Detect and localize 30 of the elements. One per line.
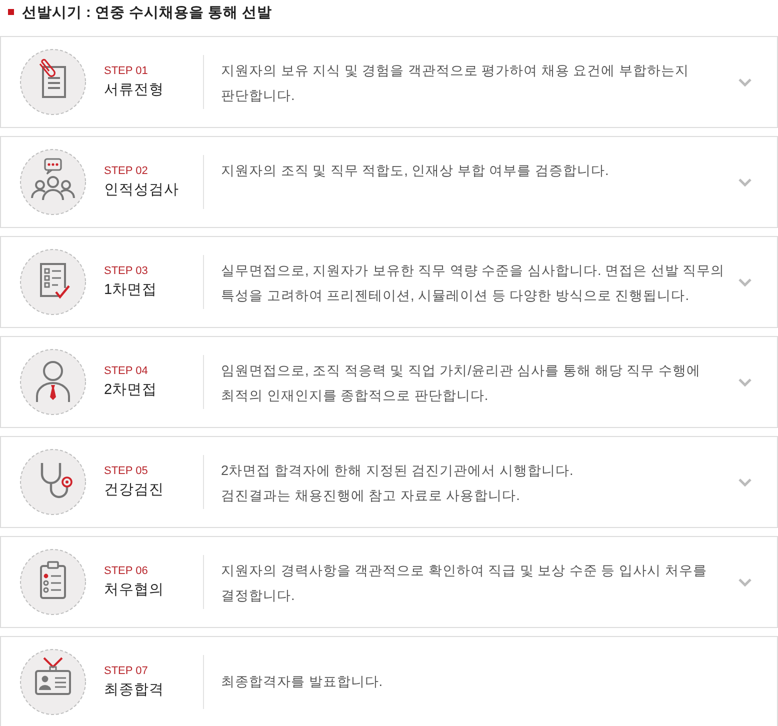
step-card [0,336,778,428]
step-number: STEP 02 [104,164,148,178]
step-description: 2차면접 합격자에 한해 지정된 검진기관에서 시행합니다. [221,462,574,480]
step-card [0,636,778,726]
step-title: 2차면접 [104,381,158,400]
step-description: 최종합격자를 발표합니다. [221,673,384,691]
step-number: STEP 06 [104,564,148,578]
step-number: STEP 05 [104,464,148,478]
step-description: 임원면접으로, 조직 적응력 및 직업 가치/윤리관 심사를 통해 해당 직무 수행에 최적의 인재인지를 종합적으로 판단합니다. [221,362,702,405]
step-description: 검진결과는 채용진행에 참고 자료로 사용합니다. [221,487,521,505]
step-title: 인적성검사 [104,181,179,200]
step-description: 실무면접으로, 지원자가 보유한 직무 역량 수준을 심사합니다. 면접은 선발 직무의 특성을 고려하여 프리젠테이션, 시뮬레이션 등 다양한 방식으로 진행됩니다. [221,262,726,305]
step-title: 최종합격 [104,681,164,700]
step-card [0,436,778,528]
step-description: 지원자의 조직 및 직무 적합도, 인재상 부합 여부를 검증합니다. [221,162,610,180]
step-title: 건강검진 [104,481,164,500]
step-card [0,136,778,228]
step-card [0,536,778,628]
step-title: 서류전형 [104,81,164,100]
step-card [0,236,778,328]
step-description: 지원자의 보유 지식 및 경험을 객관적으로 평가하여 채용 요건에 부합하는지 판단합니다. [221,62,690,105]
step-number: STEP 04 [104,364,148,378]
step-number: STEP 03 [104,264,148,278]
step-number: STEP 07 [104,664,148,678]
step-title: 1차면접 [104,281,158,300]
section-title: 선발시기 : 연중 수시채용을 통해 선발 [22,4,272,23]
step-title: 처우협의 [104,581,164,600]
step-description: 지원자의 경력사항을 객관적으로 확인하여 직급 및 보상 수준 등 입사시 처우를 결정합니다. [221,562,708,605]
step-card [0,36,778,128]
step-number: STEP 01 [104,64,148,78]
